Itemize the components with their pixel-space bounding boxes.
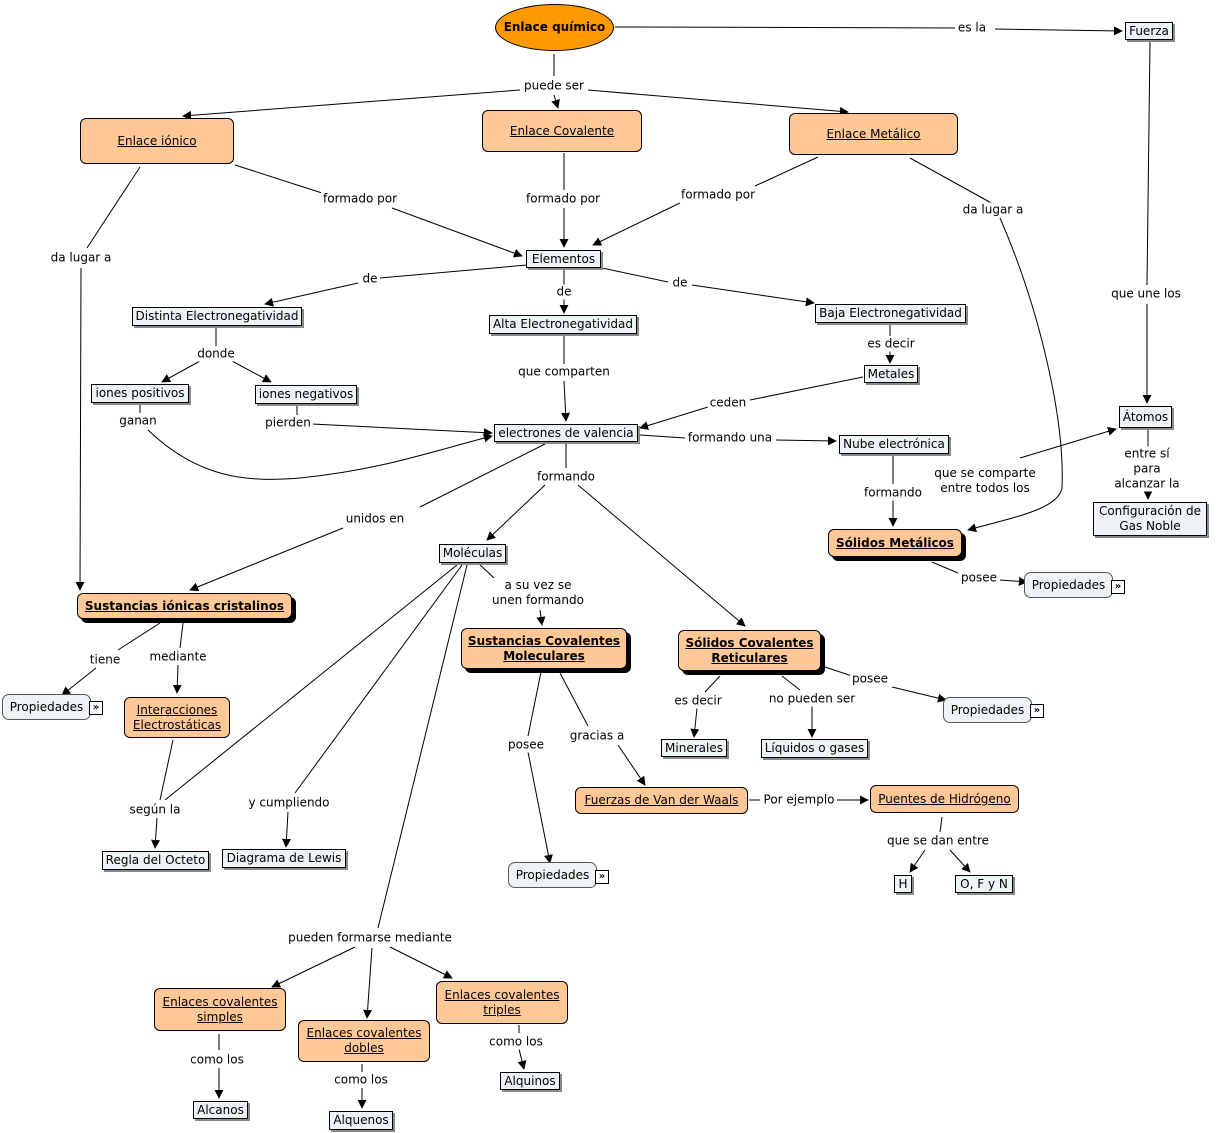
link-label-que-une-los: que une los <box>1109 286 1183 302</box>
link-label-tiene: tiene <box>87 652 123 668</box>
node-enlaces-covalentes-simples[interactable]: Enlaces covalentes simples <box>154 988 286 1031</box>
link-label-formando: formando <box>862 485 924 501</box>
node-regla-del-octeto[interactable]: Regla del Octeto <box>102 851 209 870</box>
node-alquinos[interactable]: Alquinos <box>500 1072 560 1090</box>
node-enlaces-covalentes-dobles[interactable]: Enlaces covalentes dobles <box>298 1020 430 1062</box>
node-fuerzas-van-der-waals[interactable]: Fuerzas de Van der Waals <box>575 787 748 814</box>
link-label-como-los: como los <box>332 1072 390 1088</box>
link-label-pueden-formarse-mediante: pueden formarse mediante <box>286 930 454 946</box>
node-interacciones-electrostaticas[interactable]: Interacciones Electrostáticas <box>124 697 230 738</box>
link-label-y-cumpliendo: y cumpliendo <box>246 795 332 811</box>
node-enlace-covalente[interactable]: Enlace Covalente <box>482 110 642 152</box>
node-sustancias-ionicas-cristalinos[interactable]: Sustancias iónicas cristalinos <box>77 593 292 619</box>
node-solidos-covalentes-reticulares[interactable]: Sólidos Covalentes Reticulares <box>678 630 821 671</box>
node-enlace-quimico[interactable]: Enlace químico <box>495 4 614 51</box>
node-propiedades-metalicos[interactable]: Propiedades <box>1024 572 1113 598</box>
node-elementos[interactable]: Elementos <box>526 250 601 268</box>
node-iones-positivos[interactable]: iones positivos <box>91 384 189 403</box>
link-label-como-los: como los <box>188 1052 246 1068</box>
link-label-que-comparten: que comparten <box>516 364 612 380</box>
node-minerales[interactable]: Minerales <box>661 739 727 757</box>
link-label-que-se-comparte: que se comparte entre todos los <box>932 466 1038 496</box>
link-label-donde: donde <box>195 346 237 362</box>
link-label-da-lugar-a: da lugar a <box>960 202 1026 218</box>
link-label-de: de <box>670 275 690 291</box>
node-sustancias-covalentes-moleculares[interactable]: Sustancias Covalentes Moleculares <box>461 628 627 669</box>
node-enlace-ionico[interactable]: Enlace iónico <box>80 118 234 164</box>
expand-icon[interactable]: » <box>595 870 609 884</box>
expand-icon[interactable]: » <box>1030 704 1044 718</box>
link-label-formando: formando <box>535 469 597 485</box>
link-label-ganan: ganan <box>117 413 159 429</box>
link-label-gracias-a: gracias a <box>567 728 627 744</box>
link-label-no-pueden-ser: no pueden ser <box>766 691 858 707</box>
link-label-mediante: mediante <box>147 649 209 665</box>
expand-icon[interactable]: » <box>89 701 103 715</box>
link-label-de: de <box>554 284 574 300</box>
expand-icon[interactable]: » <box>1111 580 1125 594</box>
link-label-es-decir: es decir <box>865 336 917 352</box>
node-h[interactable]: H <box>894 875 912 893</box>
node-moleculas[interactable]: Moléculas <box>439 544 506 563</box>
link-label-formado-por: formado por <box>321 191 399 207</box>
node-electrones-de-valencia[interactable]: electrones de valencia <box>494 424 638 442</box>
link-label-de: de <box>360 271 380 287</box>
link-label-unidos-en: unidos en <box>343 511 407 527</box>
node-propiedades-ionicas[interactable]: Propiedades <box>2 694 91 720</box>
link-label-como-los: como los <box>487 1034 545 1050</box>
link-label-posee: posee <box>506 737 546 753</box>
link-label-posee: posee <box>959 570 999 586</box>
node-enlace-metalico[interactable]: Enlace Metálico <box>789 113 958 155</box>
node-alcanos[interactable]: Alcanos <box>193 1101 248 1119</box>
node-diagrama-de-lewis[interactable]: Diagrama de Lewis <box>222 849 346 868</box>
link-label-puede-ser: puede ser <box>522 78 586 94</box>
node-solidos-metalicos[interactable]: Sólidos Metálicos <box>828 529 962 557</box>
node-distinta-electronegatividad[interactable]: Distinta Electronegatividad <box>132 307 302 326</box>
node-propiedades-covalentes[interactable]: Propiedades <box>508 862 597 888</box>
node-enlaces-covalentes-triples[interactable]: Enlaces covalentes triples <box>436 981 568 1024</box>
node-propiedades-reticulares[interactable]: Propiedades <box>943 697 1032 723</box>
link-label-formado-por: formado por <box>524 191 602 207</box>
link-label-a-su-vez: a su vez se unen formando <box>490 578 586 608</box>
link-label-es-la: es la <box>955 20 989 36</box>
node-o-f-y-n[interactable]: O, F y N <box>955 875 1013 893</box>
link-label-pierden: pierden <box>263 415 313 431</box>
node-alta-electronegatividad[interactable]: Alta Electronegatividad <box>489 315 637 334</box>
node-alquenos[interactable]: Alquenos <box>329 1111 393 1130</box>
node-nube-electronica[interactable]: Nube electrónica <box>839 435 949 454</box>
node-baja-electronegatividad[interactable]: Baja Electronegatividad <box>815 304 966 323</box>
link-label-entre-si: entre sí para alcanzar la <box>1109 446 1185 492</box>
link-label-posee: posee <box>850 671 890 687</box>
link-label-ceden: ceden <box>707 395 749 411</box>
link-label-segun-la: según la <box>127 802 183 818</box>
node-liquidos-o-gases[interactable]: Líquidos o gases <box>761 739 868 758</box>
node-configuracion-gas-noble[interactable]: Configuración de Gas Noble <box>1093 502 1207 536</box>
node-atomos[interactable]: Átomos <box>1119 406 1172 428</box>
link-label-formando-una: formando una <box>685 430 775 446</box>
link-label-da-lugar-a: da lugar a <box>48 250 114 266</box>
link-label-formado-por: formado por <box>679 187 757 203</box>
link-label-por-ejemplo: Por ejemplo <box>761 792 837 808</box>
node-fuerza[interactable]: Fuerza <box>1125 22 1173 40</box>
node-puentes-de-hidrogeno[interactable]: Puentes de Hidrógeno <box>870 785 1019 813</box>
link-label-que-se-dan-entre: que se dan entre <box>884 833 992 849</box>
node-iones-negativos[interactable]: iones negativos <box>255 385 357 404</box>
node-metales[interactable]: Metales <box>864 365 918 383</box>
link-label-es-decir: es decir <box>672 693 724 709</box>
